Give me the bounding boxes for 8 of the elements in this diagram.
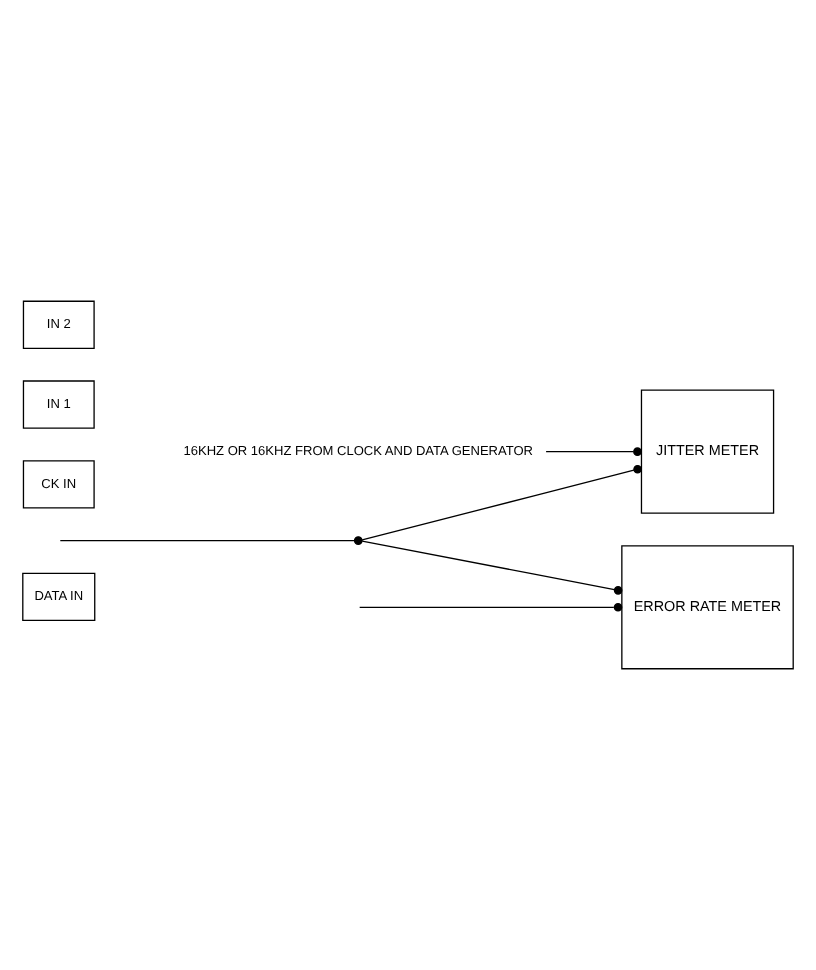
- node-box: ERROR RATE METER: [621, 545, 794, 670]
- node-circle: [353, 536, 363, 545]
- connector: [359, 606, 615, 608]
- connector: [545, 447, 642, 456]
- connector: [361, 464, 642, 541]
- connector: [361, 540, 623, 595]
- connector: [59, 539, 356, 542]
- node-box: JITTER METER: [640, 389, 775, 514]
